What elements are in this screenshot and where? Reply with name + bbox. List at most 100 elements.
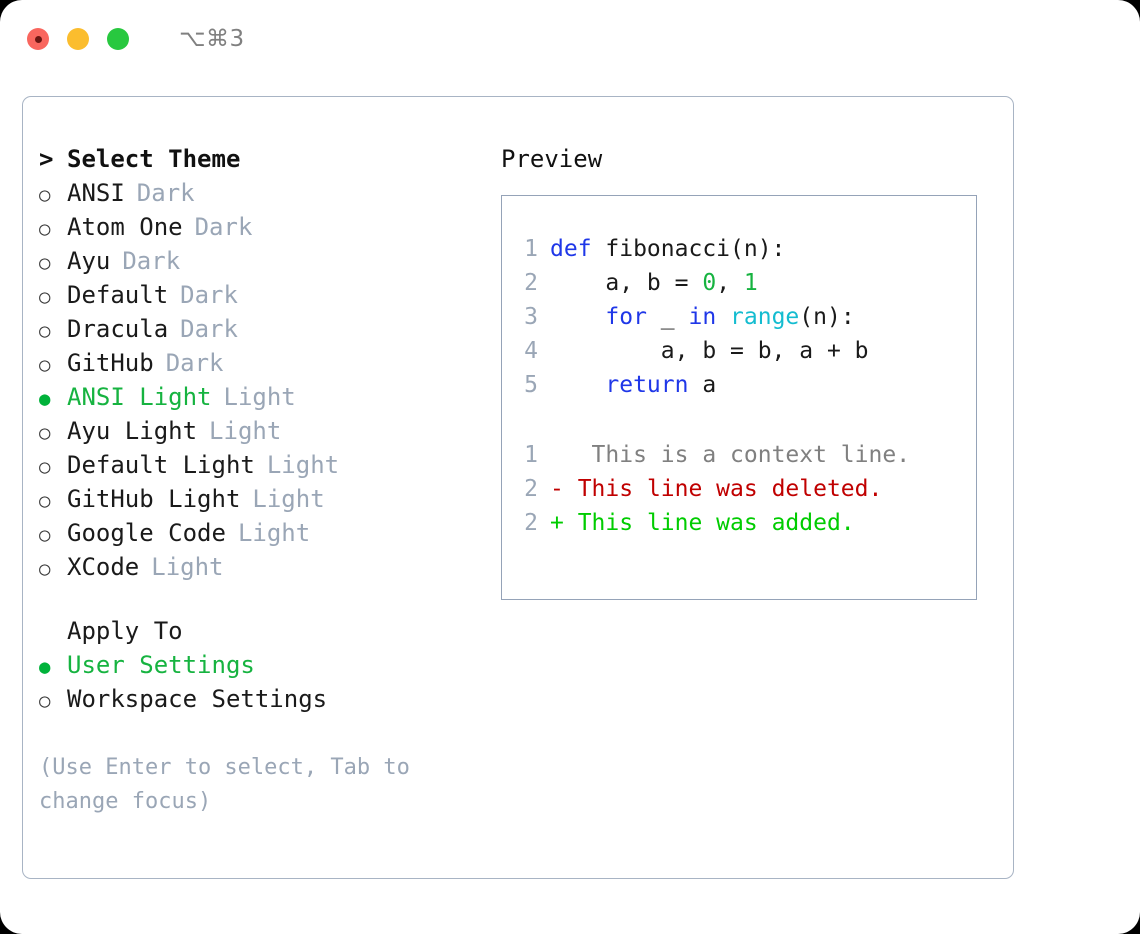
- preview-box: 1 def fibonacci(n): 2 a, b = 0, 1 3 for …: [501, 195, 977, 600]
- code-token: range: [730, 304, 800, 330]
- apply-to-title: Apply To: [67, 617, 183, 645]
- line-number: 2: [524, 476, 538, 502]
- radio-selected-icon: ●: [39, 656, 51, 678]
- line-number: 2: [524, 510, 538, 536]
- code-content: a, b = 0, 1: [550, 266, 757, 300]
- diff-line-context: 1 This is a context line.: [502, 438, 976, 472]
- line-number: 2: [524, 270, 538, 296]
- code-token: a, b = b, a + b: [550, 338, 869, 364]
- line-number: 5: [524, 372, 538, 398]
- theme-option-default-light[interactable]: ○ Default Light Light: [39, 451, 489, 485]
- theme-variant: Dark: [180, 281, 238, 309]
- radio-unselected-icon: ○: [39, 558, 51, 580]
- diff-text: This line was deleted.: [563, 476, 883, 502]
- theme-name: Dracula: [67, 315, 169, 343]
- theme-name: XCode: [67, 553, 140, 581]
- code-content: return a: [550, 368, 716, 402]
- theme-name: Google Code: [67, 519, 226, 547]
- theme-name: Atom One: [67, 213, 183, 241]
- code-token: [550, 372, 605, 398]
- title-bar: ⌥⌘3: [0, 0, 1140, 78]
- code-content: for _ in range(n):: [550, 300, 855, 334]
- code-token: def: [550, 236, 592, 262]
- theme-option-ayu-dark[interactable]: ○ Ayu Dark: [39, 247, 489, 281]
- line-number: 4: [524, 338, 538, 364]
- radio-unselected-icon: ○: [39, 252, 51, 274]
- code-token: _: [646, 304, 689, 330]
- apply-to-option-user-settings[interactable]: ● User Settings: [39, 651, 489, 685]
- radio-selected-icon: ●: [39, 388, 51, 410]
- radio-unselected-icon: ○: [39, 490, 51, 512]
- diff-marker: -: [550, 476, 564, 502]
- theme-name: Default Light: [67, 451, 255, 479]
- radio-unselected-icon: ○: [39, 456, 51, 478]
- theme-option-ansi-light[interactable]: ● ANSI Light Light: [39, 383, 489, 417]
- panel-columns: > Select Theme ○ ANSI Dark ○ Atom One Da…: [23, 97, 1013, 878]
- code-line: 5 return a: [502, 368, 976, 402]
- theme-option-dracula-dark[interactable]: ○ Dracula Dark: [39, 315, 489, 349]
- code-line: 4 a, b = b, a + b: [502, 334, 976, 368]
- diff-text: This is a context line.: [563, 442, 911, 468]
- theme-option-github-dark[interactable]: ○ GitHub Dark: [39, 349, 489, 383]
- radio-unselected-icon: ○: [39, 422, 51, 444]
- theme-variant: Light: [266, 451, 340, 479]
- theme-variant: Light: [252, 485, 325, 513]
- keyboard-hint-text: (Use Enter to select, Tab to change focu…: [39, 755, 410, 814]
- code-token: return: [605, 372, 689, 398]
- radio-unselected-icon: ○: [39, 218, 51, 240]
- radio-unselected-icon: ○: [39, 184, 51, 206]
- preview-column: Preview 1 def fibonacci(n): 2 a, b = 0, …: [501, 145, 1001, 600]
- code-line: 1 def fibonacci(n):: [502, 232, 976, 266]
- theme-option-google-code[interactable]: ○ Google Code Light: [39, 519, 489, 553]
- radio-unselected-icon: ○: [39, 320, 51, 342]
- diff-marker: +: [550, 510, 564, 536]
- theme-option-default-dark[interactable]: ○ Default Dark: [39, 281, 489, 315]
- theme-variant: Dark: [180, 315, 238, 343]
- code-line: 3 for _ in range(n):: [502, 300, 976, 334]
- preview-separator: [502, 402, 976, 438]
- theme-variant: Light: [209, 417, 282, 445]
- select-theme-title: Select Theme: [67, 145, 241, 173]
- code-content: def fibonacci(n):: [550, 232, 785, 266]
- radio-unselected-icon: ○: [39, 690, 51, 712]
- theme-variant: Dark: [122, 247, 181, 275]
- main-panel: > Select Theme ○ ANSI Dark ○ Atom One Da…: [22, 96, 1014, 879]
- maximize-window-button[interactable]: [107, 28, 129, 50]
- code-token: fibonacci(n):: [591, 236, 786, 262]
- theme-name: Default: [67, 281, 169, 309]
- diff-line-deleted: 2 - This line was deleted.: [502, 472, 976, 506]
- apply-to-option-workspace-settings[interactable]: ○ Workspace Settings: [39, 685, 489, 719]
- code-token: for: [605, 304, 647, 330]
- theme-option-atom-one-dark[interactable]: ○ Atom One Dark: [39, 213, 489, 247]
- theme-option-github-light[interactable]: ○ GitHub Light Light: [39, 485, 489, 519]
- theme-variant: Dark: [136, 179, 195, 207]
- code-content: a, b = b, a + b: [550, 334, 869, 368]
- code-token: 0: [702, 270, 717, 296]
- keyboard-shortcut-label: ⌥⌘3: [179, 26, 245, 52]
- code-token: a, b =: [550, 270, 703, 296]
- radio-unselected-icon: ○: [39, 286, 51, 308]
- code-token: a: [688, 372, 717, 398]
- theme-variant: Dark: [165, 349, 224, 377]
- theme-option-xcode-light[interactable]: ○ XCode Light: [39, 553, 489, 587]
- line-number: 1: [524, 442, 538, 468]
- diff-marker: [550, 438, 564, 472]
- apply-to-option-label: Workspace Settings: [67, 685, 328, 713]
- close-window-button[interactable]: [27, 28, 49, 50]
- theme-option-ayu-light[interactable]: ○ Ayu Light Light: [39, 417, 489, 451]
- radio-unselected-icon: ○: [39, 354, 51, 376]
- window-controls: [27, 28, 129, 50]
- code-token: [716, 304, 730, 330]
- apply-to-header: Apply To: [39, 617, 489, 651]
- diff-line-added: 2 + This line was added.: [502, 506, 976, 540]
- theme-option-ansi-dark[interactable]: ○ ANSI Dark: [39, 179, 489, 213]
- theme-name: ANSI: [67, 179, 125, 207]
- code-line: 2 a, b = 0, 1: [502, 266, 976, 300]
- line-number: 3: [524, 304, 538, 330]
- code-token: (n):: [799, 304, 855, 330]
- minimize-window-button[interactable]: [67, 28, 89, 50]
- theme-name: ANSI Light: [67, 383, 212, 411]
- line-number: 1: [524, 236, 538, 262]
- theme-name: GitHub Light: [67, 485, 241, 513]
